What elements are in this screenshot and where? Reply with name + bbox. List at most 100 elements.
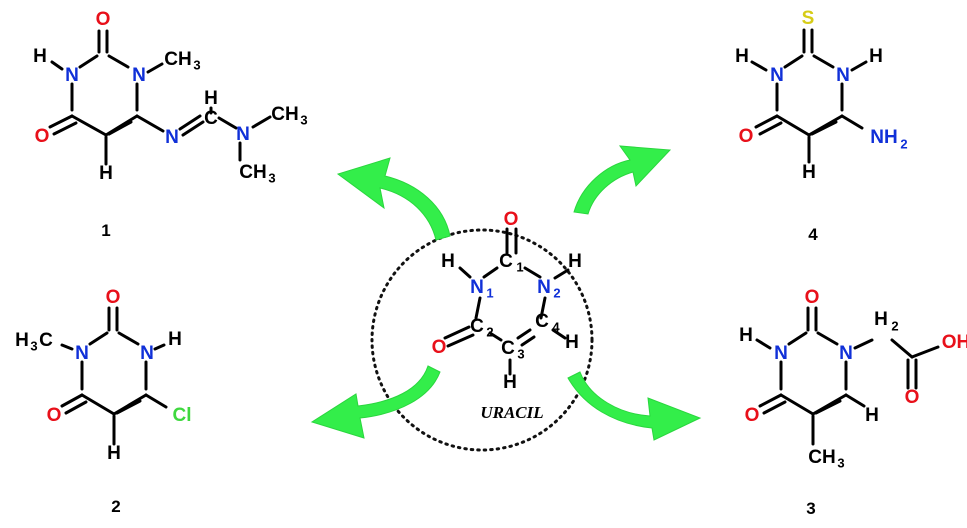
compound-number: 2 — [111, 497, 120, 516]
atom-subscript: 3 — [837, 455, 844, 470]
arrow-to-compound-1 — [336, 157, 451, 241]
atom-subscript: 2 — [900, 136, 907, 151]
bond — [810, 120, 838, 136]
atom-n: N — [470, 277, 484, 298]
bond — [844, 393, 866, 408]
bond — [474, 296, 482, 320]
compound-number: 3 — [806, 499, 815, 518]
atom-n: N — [774, 343, 788, 364]
bond — [52, 121, 78, 136]
atom-s: S — [802, 8, 815, 29]
atom-n: N — [836, 65, 850, 86]
atom-h: H — [441, 251, 455, 272]
atom-h: H — [869, 46, 883, 67]
bond — [48, 114, 74, 129]
atom-h3c: C — [39, 330, 53, 351]
bond — [64, 400, 88, 415]
atom-h: H — [33, 46, 47, 67]
atom-n: N — [537, 277, 551, 298]
bond — [60, 393, 84, 408]
bond — [758, 393, 783, 408]
bond — [181, 120, 205, 137]
bond — [775, 114, 811, 137]
bond — [60, 343, 74, 351]
atom-index: 1 — [486, 285, 493, 300]
bond — [758, 121, 783, 136]
atom-c: C — [499, 251, 513, 272]
atom-o: O — [739, 126, 754, 147]
bond — [539, 296, 547, 320]
atom-n: N — [140, 343, 154, 364]
dotted-circle — [370, 228, 594, 452]
arrow-to-compound-4 — [573, 145, 672, 215]
atom-subscript: 3 — [193, 57, 200, 72]
atom-c: C — [470, 316, 484, 337]
atom-subscript: 2 — [891, 318, 898, 333]
bond — [553, 268, 570, 280]
atom-n: N — [132, 65, 146, 86]
atom-subscript: 3 — [300, 112, 307, 127]
atom-h3c: H — [15, 330, 29, 351]
bond — [70, 114, 108, 137]
atom-h: H — [204, 88, 218, 109]
atom-o: O — [106, 287, 121, 308]
atom-c: C — [501, 338, 515, 359]
compound-2: O H 3 C N N H O Cl H 2 — [15, 287, 191, 516]
atom-subscript: 3 — [268, 170, 275, 185]
bond — [488, 331, 503, 342]
bond — [78, 54, 99, 69]
bond — [551, 328, 567, 340]
uracil-center: O C 1 H H N 1 N 2 C 2 C 4 O H C 3 H URAC… — [370, 209, 594, 452]
atom-index: 3 — [517, 346, 524, 361]
atom-o: O — [96, 9, 111, 30]
atom-ch3: CH — [239, 162, 266, 183]
atom-h: H — [99, 163, 113, 184]
bond — [850, 60, 868, 72]
atom-index: 4 — [552, 319, 560, 334]
atom-subscript: 3 — [30, 338, 37, 353]
bond — [446, 333, 475, 348]
bond — [816, 331, 839, 346]
atom-h: H — [865, 405, 879, 426]
compound-4: S H N N H O NH 2 H 4 — [735, 8, 907, 244]
compound-number: 4 — [808, 225, 818, 244]
bond — [443, 325, 471, 340]
atom-c: C — [204, 108, 218, 129]
bond — [217, 116, 238, 130]
bond — [178, 114, 202, 131]
bond — [50, 60, 64, 71]
atom-h: H — [565, 332, 579, 353]
bond — [107, 120, 133, 136]
bond — [146, 62, 164, 74]
bond — [482, 266, 499, 279]
atom-o: O — [504, 209, 519, 230]
bond — [814, 399, 842, 415]
atom-o: O — [432, 337, 447, 358]
atom-index: 1 — [516, 259, 523, 274]
atom-oh: OH — [942, 332, 967, 353]
atom-ch3: CH — [164, 49, 191, 70]
atom-h: H — [802, 162, 816, 183]
compound-1: O H N N CH 3 O H N H C N CH 3 CH 3 1 — [33, 9, 307, 240]
bond — [910, 345, 940, 359]
arrow-to-compound-3 — [567, 371, 702, 441]
atom-n: N — [165, 127, 179, 148]
bond — [516, 328, 532, 340]
atom-nh2: NH — [870, 127, 897, 148]
atom-ch3: CH — [271, 104, 298, 125]
atom-o: O — [47, 405, 62, 426]
bond — [107, 54, 130, 69]
atom-n: N — [839, 343, 853, 364]
bond — [115, 399, 142, 415]
atom-o: O — [905, 387, 920, 408]
bond — [520, 335, 536, 347]
bond — [755, 338, 772, 350]
compound-number: 1 — [101, 221, 110, 240]
bond — [840, 114, 864, 130]
atom-h: H — [503, 372, 517, 393]
reaction-arrows — [310, 145, 702, 441]
atom-cl: Cl — [173, 405, 192, 426]
atom-h2: H — [874, 309, 888, 330]
compound-3: O H N N H 2 OH O O H CH 3 3 — [739, 287, 967, 518]
atom-h: H — [739, 325, 753, 346]
